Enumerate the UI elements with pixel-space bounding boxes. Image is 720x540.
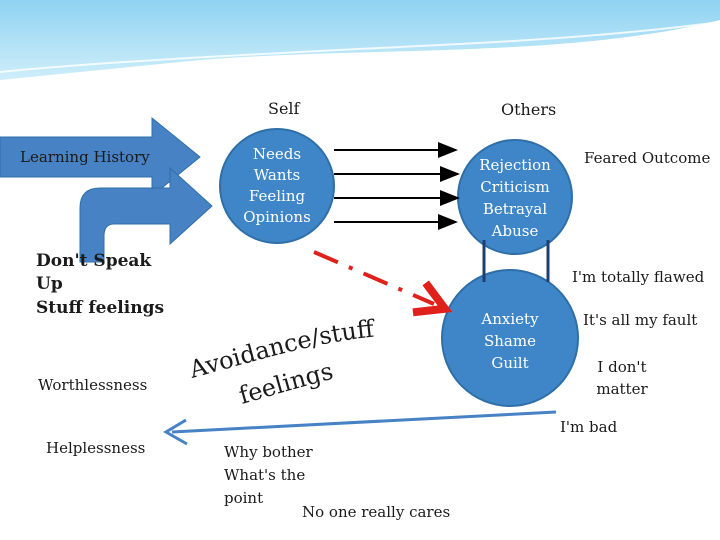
why-bother-2: What's the	[224, 466, 306, 484]
why-bother-3: point	[224, 489, 264, 507]
others-label: Others	[501, 100, 557, 119]
others-rejection: Rejection	[479, 156, 551, 174]
bent-arrow	[79, 166, 213, 263]
anxiety-circle	[441, 269, 579, 407]
shame-label: Shame	[484, 332, 536, 350]
dont-speak-line1: Don't Speak	[36, 251, 152, 271]
worthlessness-label: Worthlessness	[38, 376, 148, 394]
belief-fault: It's all my fault	[583, 311, 698, 329]
header-wave	[0, 0, 720, 80]
others-betrayal: Betrayal	[482, 200, 548, 218]
no-one-cares: No one really cares	[302, 503, 451, 521]
belief-dont-matter-1: I don't	[597, 358, 647, 376]
others-criticism: Criticism	[480, 178, 550, 196]
others-abuse: Abuse	[491, 222, 539, 240]
helplessness-label: Helplessness	[46, 439, 146, 457]
feared-outcome-label: Feared Outcome	[584, 149, 711, 167]
self-feeling: Feeling	[248, 187, 306, 205]
red-dashed-arrow	[313, 250, 434, 304]
belief-bad: I'm bad	[560, 418, 618, 436]
anxiety-label: Anxiety	[481, 310, 539, 328]
return-arrow	[171, 410, 557, 434]
belief-dont-matter-2: matter	[596, 380, 648, 398]
return-arrowhead	[163, 418, 188, 446]
self-opinions: Opinions	[243, 208, 311, 226]
why-bother-1: Why bother	[224, 443, 313, 461]
guilt-label: Guilt	[491, 354, 529, 372]
self-wants: Wants	[253, 166, 301, 184]
learning-history-label: Learning History	[20, 148, 150, 166]
self-circle	[219, 128, 335, 244]
dont-speak-line3: Stuff feelings	[36, 298, 165, 318]
dont-speak-line2: Up	[36, 274, 63, 294]
header-wave-line	[0, 21, 720, 73]
self-label: Self	[268, 99, 300, 118]
self-needs: Needs	[252, 145, 302, 163]
belief-flawed: I'm totally flawed	[572, 268, 705, 286]
